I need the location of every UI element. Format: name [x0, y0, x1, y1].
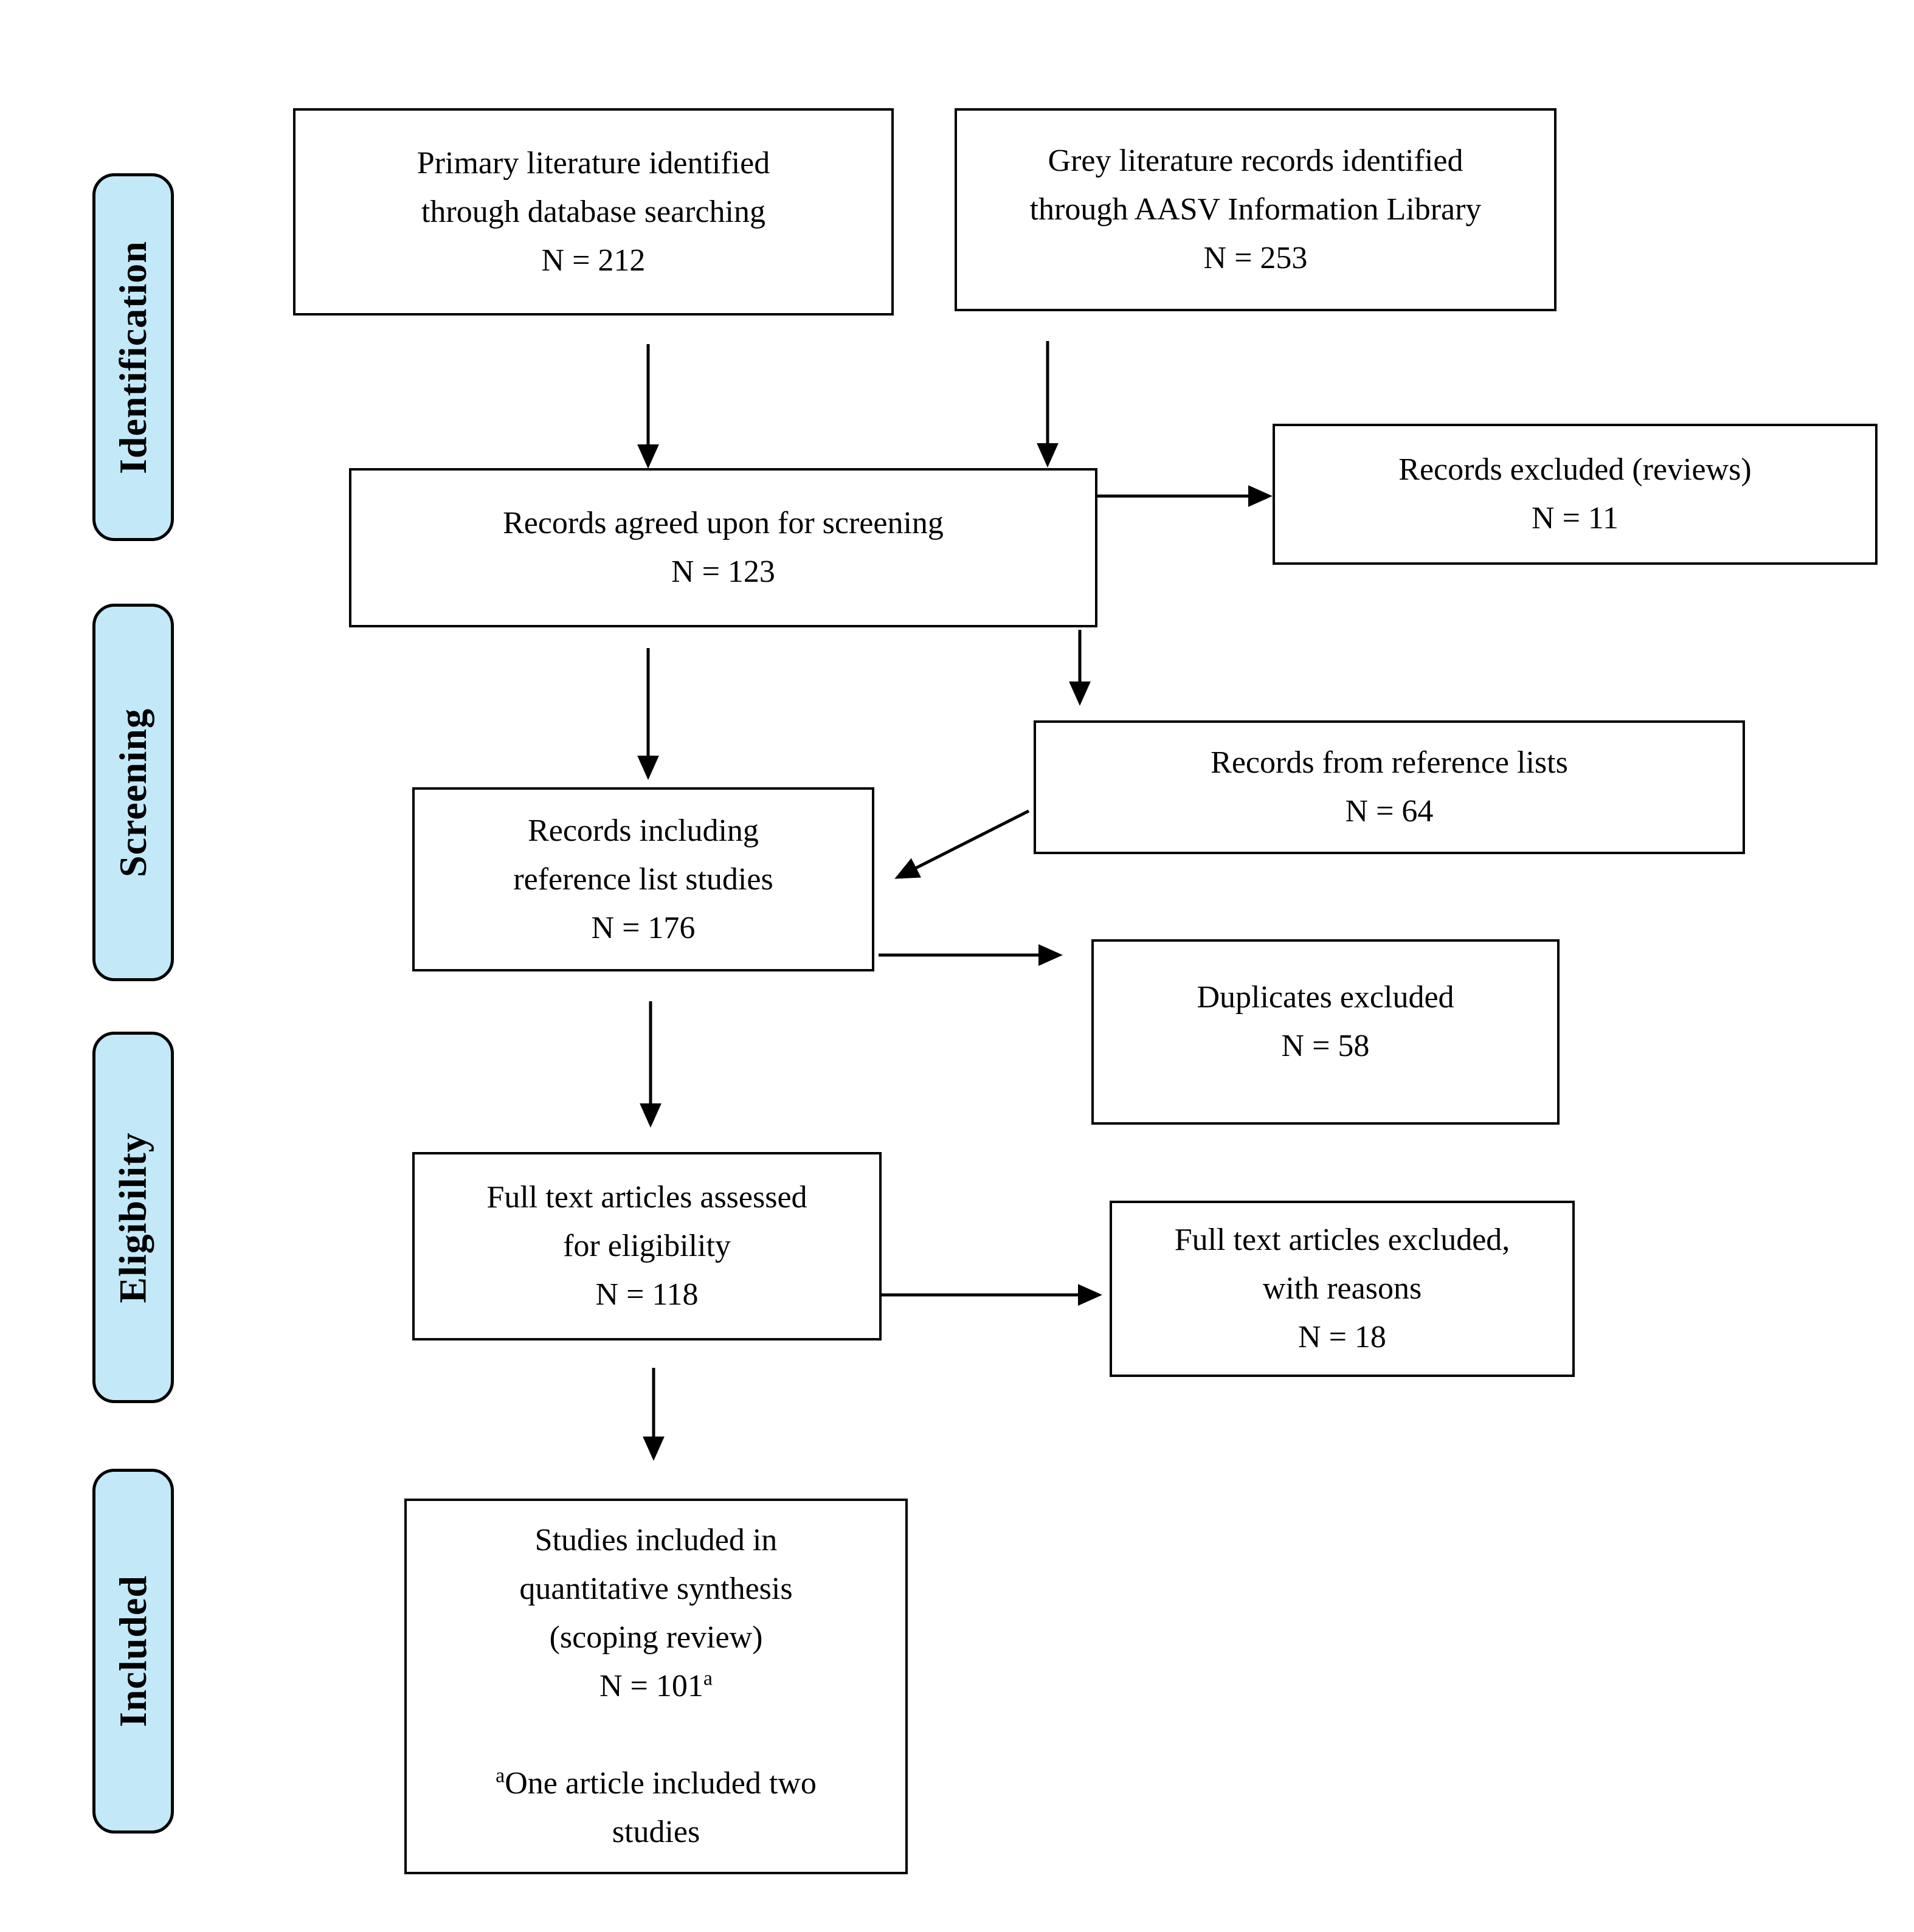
stage-eligibility-label: Eligibility [111, 1131, 154, 1303]
box-grey-literature-line1: Grey literature records identified [1048, 143, 1463, 178]
box-studies-included-footnote-sup: a [496, 1764, 505, 1787]
box-fulltext-assessed-line2: for eligibility [563, 1229, 731, 1263]
stage-eligibility: Eligibility [92, 1032, 174, 1403]
box-records-reference-lists-count: N = 64 [1345, 794, 1434, 829]
box-grey-literature-line2: through AASV Information Library [1029, 192, 1482, 227]
box-records-agreed-line1: Records agreed upon for screening [503, 506, 944, 540]
box-records-reference-lists-line1: Records from reference lists [1211, 745, 1568, 780]
box-records-reference-lists: Records from reference lists N = 64 [1034, 720, 1745, 854]
stage-screening-label: Screening [111, 708, 154, 877]
box-records-excluded-reviews-line1: Records excluded (reviews) [1398, 452, 1752, 487]
box-duplicates-excluded: Duplicates excluded N = 58 [1091, 939, 1560, 1125]
box-grey-literature: Grey literature records identified throu… [955, 108, 1556, 311]
box-studies-included-count: N = 101a [599, 1667, 713, 1703]
box-duplicates-excluded-count: N = 58 [1281, 1029, 1370, 1063]
box-duplicates-excluded-line1: Duplicates excluded [1197, 980, 1454, 1015]
box-fulltext-assessed-count: N = 118 [595, 1277, 699, 1312]
stage-screening: Screening [92, 604, 174, 981]
box-records-excluded-reviews-count: N = 11 [1532, 501, 1619, 536]
box-studies-included-line1: Studies included in [534, 1523, 778, 1558]
box-records-excluded-reviews: Records excluded (reviews) N = 11 [1273, 424, 1878, 565]
box-records-including-reference: Records including reference list studies… [412, 787, 874, 971]
arrow-reference-lists-to-including [894, 809, 1030, 879]
box-fulltext-assessed-line1: Full text articles assessed [486, 1180, 807, 1215]
box-fulltext-assessed: Full text articles assessed for eligibil… [412, 1152, 882, 1340]
box-studies-included-line3: (scoping review) [549, 1620, 763, 1655]
stage-identification-label: Identification [111, 240, 154, 474]
box-primary-literature: Primary literature identified through da… [293, 108, 894, 316]
box-studies-included-footnote: aOne article included two [496, 1764, 817, 1801]
box-studies-included-line2: quantitative synthesis [519, 1571, 793, 1606]
box-grey-literature-count: N = 253 [1203, 241, 1308, 275]
box-studies-included: Studies included in quantitative synthes… [404, 1499, 908, 1874]
box-records-agreed: Records agreed upon for screening N = 12… [349, 468, 1097, 627]
box-primary-literature-line1: Primary literature identified [416, 145, 770, 181]
box-fulltext-excluded: Full text articles excluded, with reason… [1110, 1201, 1575, 1377]
stage-included: Included [92, 1469, 174, 1834]
box-studies-included-footnote-line1: One article included two [505, 1766, 817, 1801]
box-fulltext-excluded-line1: Full text articles excluded, [1174, 1223, 1510, 1257]
stage-identification: Identification [92, 173, 174, 541]
box-records-including-reference-line1: Records including [528, 813, 759, 848]
box-primary-literature-count: N = 212 [541, 243, 646, 278]
box-records-including-reference-count: N = 176 [591, 910, 696, 945]
box-records-including-reference-line2: reference list studies [513, 861, 773, 897]
box-primary-literature-line2: through database searching [421, 194, 765, 229]
box-studies-included-count-prefix: N = 101 [599, 1669, 703, 1703]
box-fulltext-excluded-count: N = 18 [1298, 1320, 1386, 1354]
box-fulltext-excluded-line2: with reasons [1262, 1271, 1422, 1306]
box-records-agreed-count: N = 123 [671, 554, 775, 589]
box-studies-included-footnote-line2: studies [612, 1815, 700, 1849]
box-studies-included-count-sup: a [703, 1667, 713, 1690]
stage-included-label: Included [111, 1575, 154, 1727]
